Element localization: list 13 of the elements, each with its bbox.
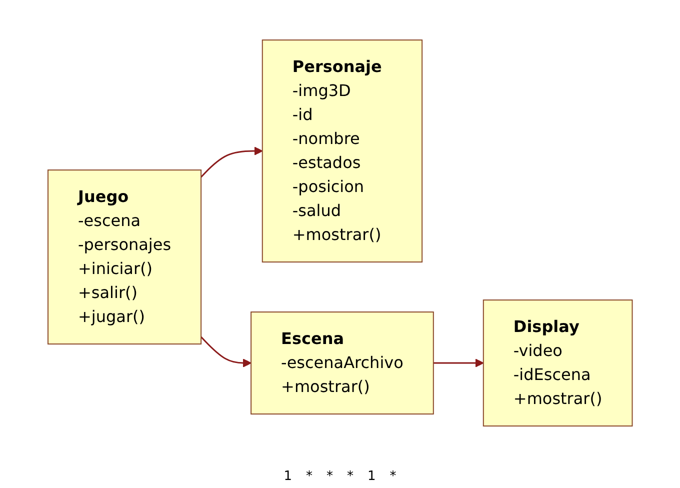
multiplicity-label: *: [390, 469, 396, 484]
multiplicity-label: 1: [368, 469, 376, 484]
node-box: Escena -escenaArchivo +mostrar(): [250, 311, 434, 414]
node-box: Personaje -img3D -id -nombre -estados -posicion -salud +mostrar(): [262, 39, 422, 262]
multiplicity-label: 1: [284, 469, 292, 484]
arrow: [200, 336, 252, 367]
multiplicity-label: *: [347, 469, 354, 484]
node-box: Juego -escena -personajes +iniciar() +salir() +jugar(): [47, 169, 202, 344]
node-box: Display -video -idEscena +mostrar(): [482, 299, 633, 426]
arrow: [200, 146, 263, 178]
arrow: [433, 358, 484, 367]
multiplicity-label: *: [326, 469, 333, 484]
multiplicity-label: *: [306, 469, 312, 484]
